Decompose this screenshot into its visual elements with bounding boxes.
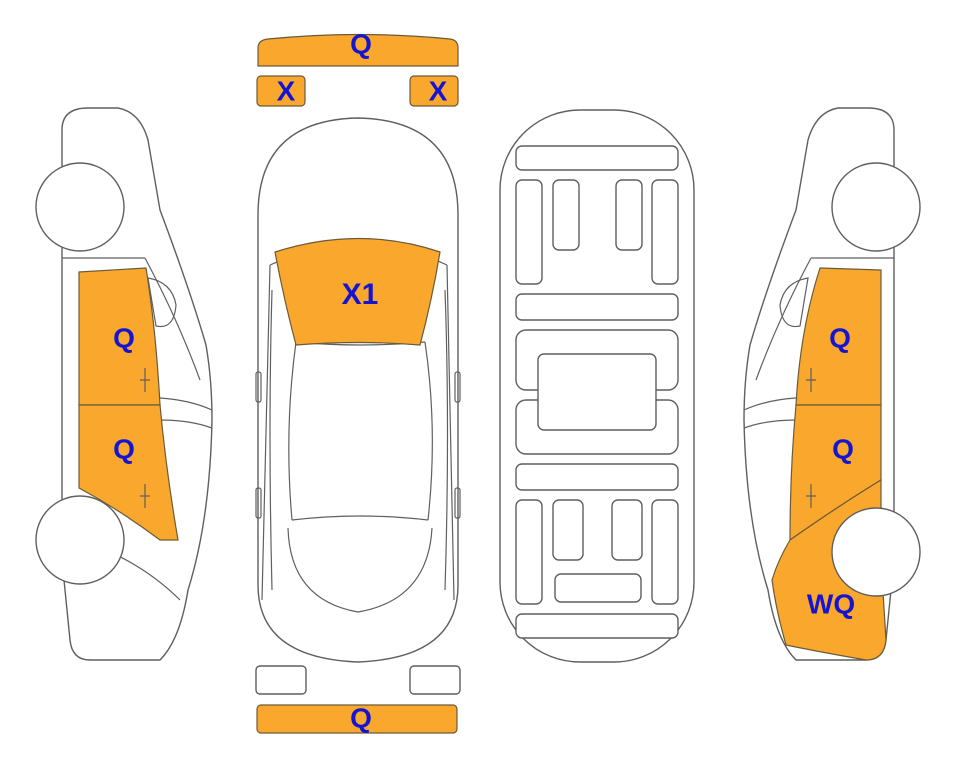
left-rear-door-panel[interactable] bbox=[78, 404, 179, 541]
right-rear-wheel bbox=[831, 507, 921, 597]
front-left-light-panel[interactable] bbox=[256, 75, 306, 107]
front-bumper-panel[interactable] bbox=[257, 33, 459, 67]
left-front-wheel bbox=[35, 162, 125, 252]
rear-right-light[interactable] bbox=[409, 665, 461, 695]
left-rear-wheel bbox=[35, 495, 125, 585]
right-front-door-label: Q bbox=[829, 322, 851, 353]
rear-left-light[interactable] bbox=[255, 665, 307, 695]
hood-panel[interactable] bbox=[274, 237, 441, 346]
right-rear-quarter-label: WQ bbox=[807, 588, 855, 619]
left-front-door-label: Q bbox=[113, 322, 135, 353]
right-front-wheel bbox=[831, 162, 921, 252]
top-view-body bbox=[257, 117, 459, 663]
front-bumper-label: Q bbox=[350, 28, 372, 59]
front-left-light-label: X bbox=[277, 75, 296, 106]
hood-label: X1 bbox=[342, 278, 379, 311]
front-right-light-label: X bbox=[429, 75, 448, 106]
car-underside-view bbox=[499, 109, 695, 663]
rear-bumper-panel[interactable] bbox=[256, 704, 458, 734]
front-right-light-panel[interactable] bbox=[409, 75, 459, 107]
rear-bumper-label: Q bbox=[350, 702, 372, 733]
left-rear-door-label: Q bbox=[113, 433, 135, 464]
right-rear-door-label: Q bbox=[832, 433, 854, 464]
car-top-view bbox=[255, 117, 461, 663]
